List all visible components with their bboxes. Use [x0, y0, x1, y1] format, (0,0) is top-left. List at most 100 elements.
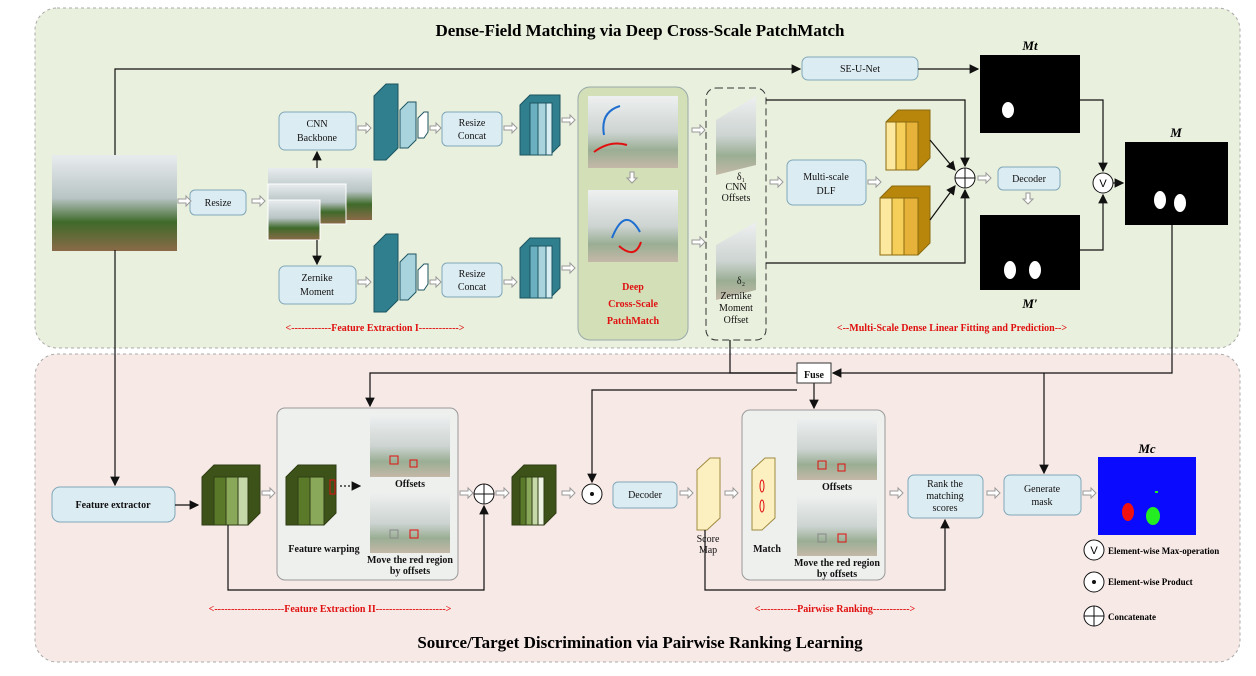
m-label: M — [1169, 125, 1182, 140]
svg-text:Decoder: Decoder — [1012, 174, 1047, 185]
product-icon — [581, 483, 603, 505]
green-feature-block — [201, 464, 261, 526]
svg-text:Concat: Concat — [458, 131, 487, 142]
legend-concat: Concatenate — [1108, 612, 1156, 622]
svg-text:Deep: Deep — [622, 282, 644, 293]
svg-text:Generate: Generate — [1024, 484, 1061, 495]
concatenate-icon-bottom — [473, 483, 495, 505]
svg-text:Offsets: Offsets — [395, 479, 425, 490]
offsets-image-2 — [370, 493, 450, 553]
svg-text:Cross-Scale: Cross-Scale — [608, 299, 658, 310]
svg-text:Map: Map — [699, 545, 717, 556]
m-prime-label: M′ — [1021, 296, 1038, 311]
svg-text:Feature extractor: Feature extractor — [75, 500, 151, 511]
match-image-2 — [797, 496, 877, 556]
svg-text:SE-U-Net: SE-U-Net — [840, 64, 880, 75]
svg-text:δ₁: δ₁ — [737, 172, 745, 183]
offsets-image-1 — [370, 415, 450, 477]
zernike-offset-map — [716, 222, 756, 300]
svg-text:Offsets: Offsets — [822, 482, 852, 493]
score-map — [696, 457, 721, 531]
svg-text:Concat: Concat — [458, 282, 487, 293]
svg-text:Rank the: Rank the — [927, 479, 963, 490]
bottom-hollow-arrows — [261, 486, 1097, 500]
rank-box — [907, 474, 984, 519]
svg-text:Moment: Moment — [719, 303, 753, 314]
pairwise-ranking-label: <-----------Pairwise Ranking-----------> — [755, 604, 916, 615]
decoder-box-top — [997, 166, 1061, 191]
svg-text:PatchMatch: PatchMatch — [607, 316, 660, 327]
top-connectors — [110, 64, 1173, 487]
decoder-box-bottom — [612, 481, 678, 509]
svg-text:Backbone: Backbone — [297, 133, 338, 144]
svg-text:CNN: CNN — [725, 182, 746, 193]
input-image — [52, 155, 177, 251]
legend-max-op: Element-wise Max-operation — [1108, 546, 1219, 556]
svg-text:Zernike: Zernike — [720, 291, 752, 302]
mask-m-prime — [980, 215, 1080, 290]
zernike-feature-blocks — [373, 233, 429, 313]
fuse-box — [796, 362, 832, 384]
match-image-1 — [797, 418, 877, 480]
resize-concat-bottom — [441, 262, 503, 298]
svg-text:Move the red region: Move the red region — [794, 558, 880, 569]
mask-mt — [980, 55, 1080, 133]
svg-text:by offsets: by offsets — [390, 566, 430, 577]
patchmatch-image-2 — [588, 190, 678, 262]
svg-text:Resize: Resize — [459, 269, 486, 280]
svg-text:Decoder: Decoder — [628, 490, 663, 501]
generate-mask-box — [1003, 474, 1082, 516]
svg-text:δ₂: δ₂ — [737, 276, 745, 287]
svg-text:DLF: DLF — [817, 186, 836, 197]
svg-text:Offset: Offset — [724, 315, 749, 326]
warping-feature-block — [285, 464, 337, 526]
concat-feature-top — [519, 94, 561, 156]
svg-text:Resize: Resize — [205, 198, 232, 209]
svg-text:Offsets: Offsets — [722, 193, 751, 204]
svg-text:Match: Match — [753, 544, 781, 555]
svg-text:by offsets: by offsets — [817, 569, 857, 580]
svg-text:mask: mask — [1031, 497, 1052, 508]
max-operation-icon: V — [1092, 172, 1114, 194]
hollow-arrows — [177, 113, 1035, 289]
svg-text:Multi-scale: Multi-scale — [803, 172, 849, 183]
mc-label: Mc — [1137, 441, 1156, 456]
resized-images — [267, 168, 372, 241]
svg-text:CNN: CNN — [306, 119, 327, 130]
mask-m — [1125, 142, 1228, 225]
legend: V Element-wise Max-operation Element-wis… — [1083, 539, 1219, 627]
feature-extraction-2-label: <---------------------Feature Extraction… — [209, 604, 452, 615]
match-score-map — [751, 457, 776, 531]
svg-text:Fuse: Fuse — [804, 370, 825, 381]
msdlf-label: <--Multi-Scale Dense Linear Fitting and … — [837, 323, 1067, 334]
top-title: Dense-Field Matching via Deep Cross-Scal… — [435, 21, 845, 40]
svg-text:Zernike: Zernike — [301, 273, 333, 284]
svg-text:V: V — [1090, 545, 1098, 557]
svg-text:Moment: Moment — [300, 287, 334, 298]
svg-text:matching: matching — [926, 491, 963, 502]
bottom-title: Source/Target Discrimination via Pairwis… — [417, 633, 863, 652]
feature-extraction-1-label: <------------Feature Extraction I-------… — [286, 323, 465, 334]
multiscale-dlf-box — [786, 159, 867, 206]
svg-text:V: V — [1099, 178, 1107, 190]
mt-label: Mt — [1021, 38, 1038, 53]
concatenate-icon — [954, 167, 976, 189]
resize-concat-top — [441, 111, 503, 147]
zernike-moment-box — [278, 265, 357, 305]
cnn-offset-map — [716, 96, 756, 175]
patchmatch-image-1 — [588, 96, 678, 168]
legend-product: Element-wise Product — [1108, 577, 1193, 587]
offsets-dashed-box — [705, 87, 767, 341]
concat-feature-bottom — [519, 237, 561, 299]
mask-mc — [1098, 457, 1196, 535]
svg-text:Move the red region: Move the red region — [367, 555, 453, 566]
cnn-feature-blocks — [373, 83, 429, 161]
yellow-feature-blocks — [879, 109, 931, 256]
cnn-backbone-box — [278, 111, 357, 151]
svg-text:Feature warping: Feature warping — [288, 544, 359, 555]
svg-text:Resize: Resize — [459, 118, 486, 129]
svg-text:scores: scores — [933, 503, 958, 514]
bottom-connectors — [175, 481, 950, 591]
fused-feature-block — [511, 464, 557, 526]
